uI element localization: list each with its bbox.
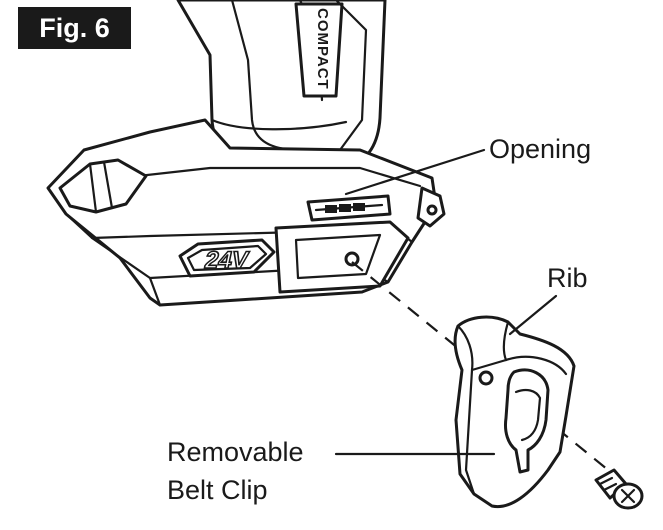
screw [594, 468, 644, 510]
voltage-badge: 24V [178, 238, 276, 278]
belt-clip-callout-line1: Removable [167, 437, 304, 467]
belt-clip [453, 315, 576, 509]
opening-callout: Opening [489, 134, 592, 164]
belt-clip-callout-line2: Belt Clip [167, 475, 268, 505]
opening-leader-line [344, 148, 486, 196]
rib-callout: Rib [547, 263, 588, 293]
battery-base [46, 118, 446, 307]
voltage-badge-text: 24V [202, 247, 251, 274]
brand-text: COMPACT [314, 8, 331, 90]
figure-label: Fig. 6 [18, 7, 131, 49]
rib-leader-line [508, 294, 558, 336]
